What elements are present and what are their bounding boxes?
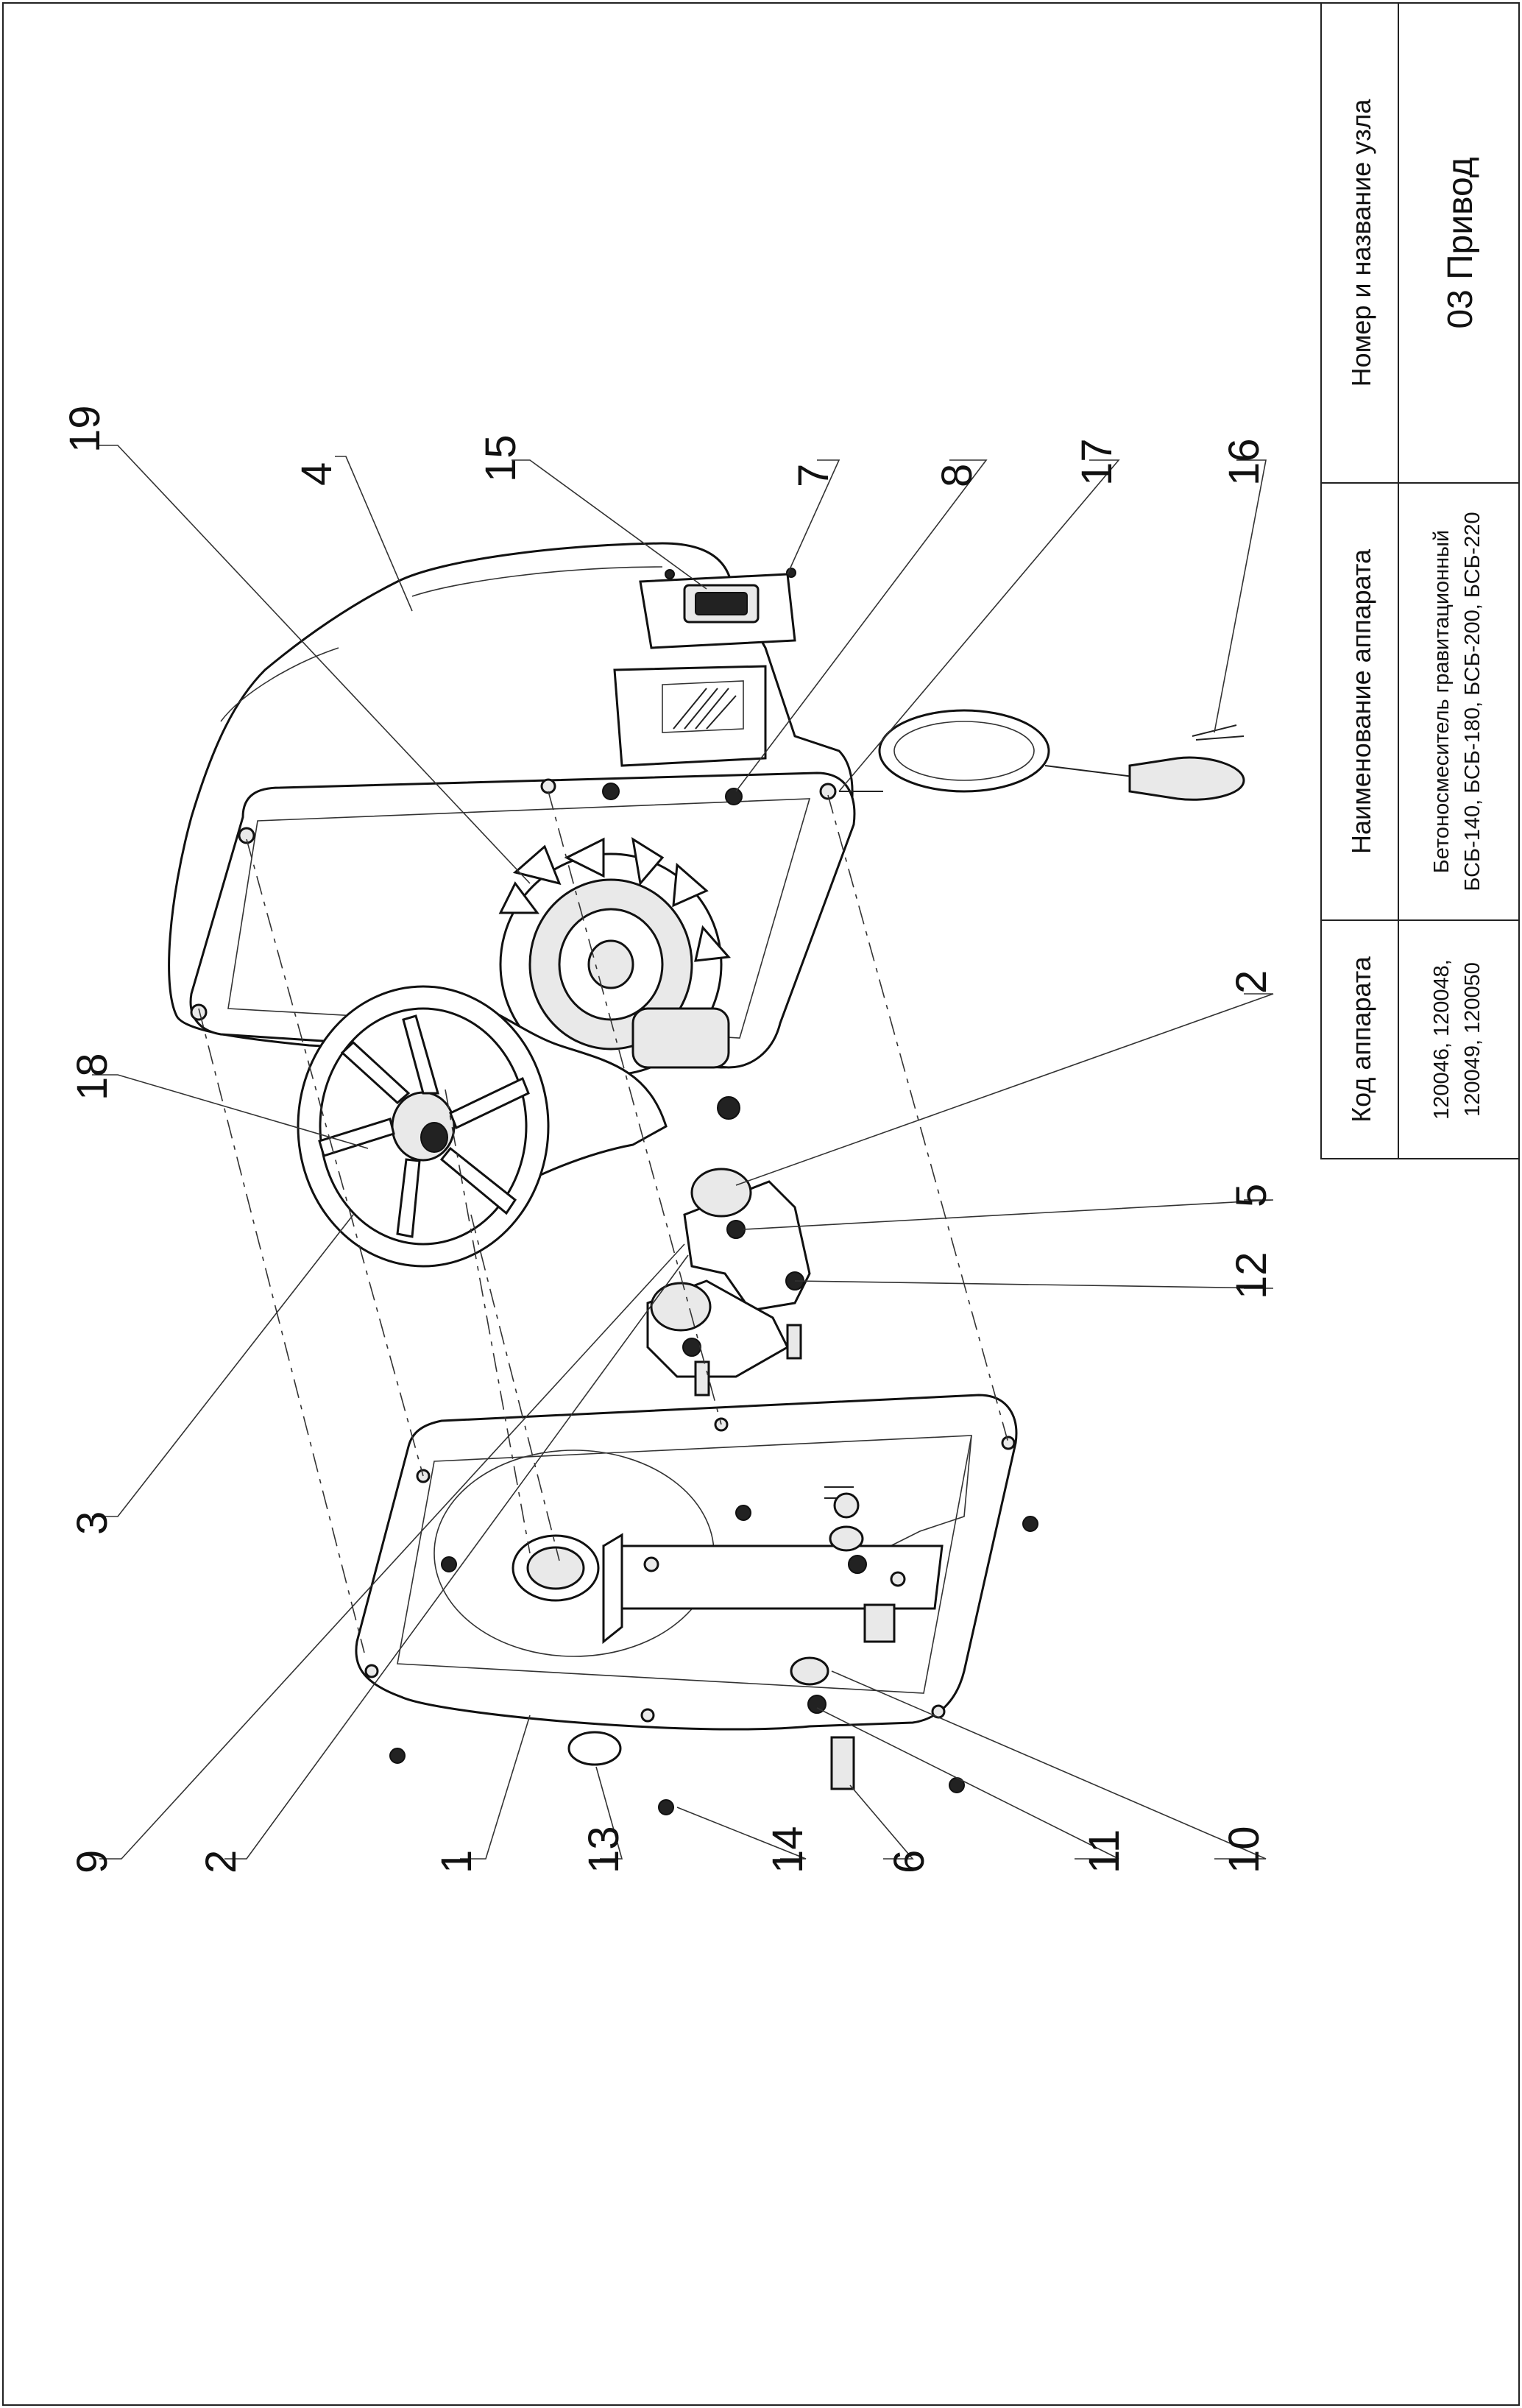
vent-window [602,665,767,805]
callout-16: 16 [1220,438,1268,486]
callout-2-top: 2 [1228,970,1275,994]
motor-brackets [646,1168,811,1397]
col-name-value-2: БСБ-140, БСБ-180, БСБ-200, БСБ-220 [1461,512,1484,891]
callout-2-bottom: 2 [197,1850,245,1874]
callout-6: 6 [885,1850,933,1874]
col-code-value-2: 120049, 120050 [1461,962,1484,1117]
callout-14: 14 [764,1826,812,1874]
large-pulley [297,985,550,1268]
callout-7: 7 [790,464,838,487]
callout-10: 10 [1220,1826,1268,1874]
callouts: 19 4 15 7 8 17 16 2 18 5 12 3 9 2 1 13 1… [61,405,1275,1874]
leader-lines [92,445,1274,1860]
electric-motor [498,836,740,1120]
callout-19: 19 [61,405,109,453]
col-name-header: Наименование аппарата [1346,548,1376,854]
callout-8: 8 [933,464,981,487]
switch-assembly [639,568,796,649]
callout-13: 13 [580,1826,628,1874]
power-cord [839,709,1245,801]
callout-11: 11 [1080,1829,1128,1874]
callout-9: 9 [68,1850,116,1874]
callout-1: 1 [433,1850,481,1874]
col-code-header: Код аппарата [1346,956,1376,1123]
col-code-value-1: 120046, 120048, [1430,959,1454,1120]
col-unit-value: 03 Привод [1441,157,1480,328]
assembly-axes [198,791,1009,1653]
fasteners [389,1492,1038,1815]
callout-18: 18 [68,1053,116,1101]
col-unit-header: Номер и название узла [1346,99,1376,387]
col-name-value-1: Бетоносмеситель гравитационный [1430,530,1454,873]
callout-3: 3 [68,1511,116,1535]
callout-5: 5 [1228,1184,1275,1207]
callout-4: 4 [293,462,341,486]
callout-15: 15 [477,434,525,482]
callout-17: 17 [1073,438,1121,486]
title-block: Номер и название узла 03 Привод Наименов… [1320,2,1520,1159]
callout-12: 12 [1228,1251,1275,1299]
side-plate [355,1394,1018,1731]
